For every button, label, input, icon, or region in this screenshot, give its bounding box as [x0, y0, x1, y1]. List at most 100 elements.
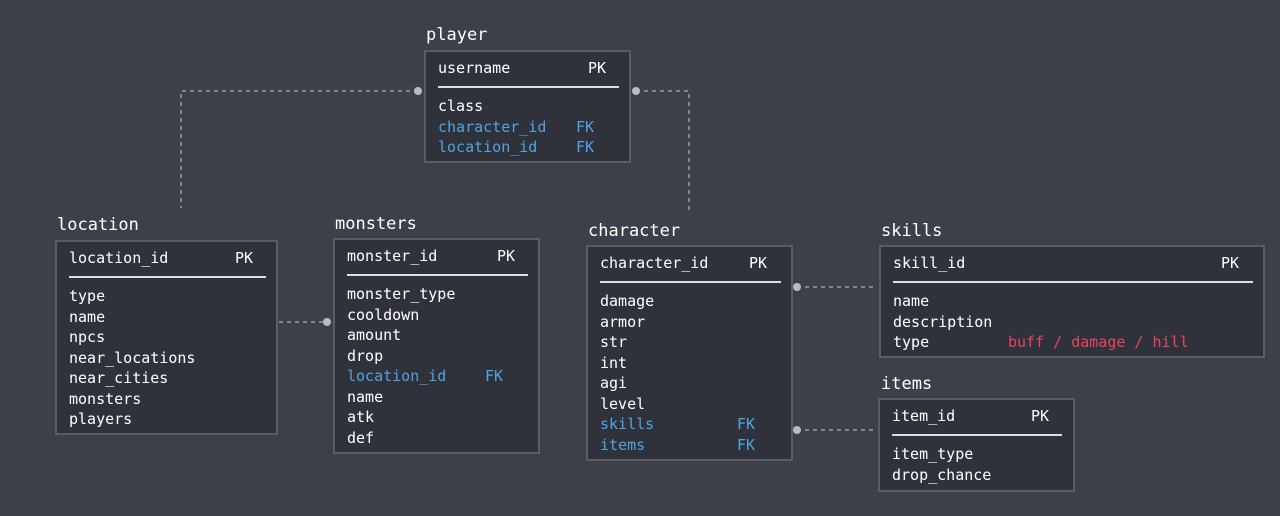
pk-divider	[69, 276, 266, 278]
entity-character[interactable]: character_id PK damage armor str int agi leve…	[586, 245, 793, 461]
field: armor	[600, 312, 654, 333]
field-name: location_id	[438, 138, 538, 156]
field-name: class	[438, 97, 484, 115]
field: agi	[600, 373, 654, 394]
connector-endpoint	[632, 87, 640, 95]
field: monsters	[69, 389, 195, 410]
field-name: monster_type	[347, 285, 456, 303]
field-name: name	[893, 292, 930, 310]
entity-title-character: character	[588, 221, 681, 241]
field-name: item_type	[892, 445, 974, 463]
pk-field: skill_id	[893, 254, 966, 272]
field: atk	[347, 407, 455, 428]
pk-field: item_id	[892, 407, 956, 425]
pk-divider	[600, 281, 781, 283]
field: level	[600, 394, 654, 415]
fk-tag: FK	[737, 415, 756, 433]
foreign-key-field: character_id FK	[438, 117, 594, 138]
field: name	[347, 387, 455, 408]
fk-tag: FK	[737, 435, 756, 454]
field-name: agi	[600, 374, 628, 392]
field-name: type	[69, 287, 106, 305]
pk-field: monster_id	[347, 247, 438, 265]
connector-endpoint	[793, 283, 801, 291]
pk-tag: PK	[749, 254, 768, 272]
field-list: item_type drop_chance	[892, 444, 991, 485]
field-name: int	[600, 353, 628, 372]
connector-endpoint	[414, 87, 422, 95]
field-name: description	[893, 312, 993, 331]
pk-tag: PK	[235, 249, 254, 267]
field-name: str	[600, 333, 628, 351]
field: npcs	[69, 327, 195, 348]
field-name: type	[893, 333, 930, 351]
enum-values: buff / damage / hill	[1008, 333, 1189, 351]
field: str	[600, 332, 654, 353]
entity-location[interactable]: location_id PK type name npcs near_location…	[55, 240, 278, 435]
field-name: monsters	[69, 389, 142, 408]
field: name	[893, 291, 992, 312]
pk-tag: PK	[1031, 407, 1050, 425]
field: monster_type	[347, 284, 455, 305]
field-name: npcs	[69, 328, 106, 346]
pk-divider	[893, 281, 1253, 283]
field-name: drop	[347, 346, 384, 365]
fk-tag: FK	[485, 367, 504, 385]
field-name: cooldown	[347, 305, 420, 324]
pk-tag: PK	[588, 59, 607, 77]
field: type buff / damage / hill	[893, 332, 1189, 353]
field-name: amount	[347, 326, 402, 344]
field-name: character_id	[438, 117, 547, 136]
field-list: name description type buff / damage / hill	[893, 291, 1189, 353]
entity-skills[interactable]: skill_id PK name description type buff / da…	[879, 245, 1265, 358]
connector-endpoint	[323, 318, 331, 326]
fk-tag: FK	[576, 117, 595, 136]
field: drop	[347, 346, 455, 367]
pk-divider	[438, 86, 619, 88]
pk-field: character_id	[600, 254, 709, 272]
foreign-key-field: skills FK	[600, 414, 755, 435]
fk-tag: FK	[576, 138, 595, 156]
field-name: near_locations	[69, 348, 196, 367]
field: near_locations	[69, 348, 195, 369]
field-name: name	[69, 307, 106, 326]
field-name: players	[69, 410, 133, 428]
pk-field: location_id	[69, 249, 169, 267]
entity-title-skills: skills	[881, 221, 943, 241]
field-name: name	[347, 387, 384, 406]
pk-divider	[892, 434, 1062, 436]
entity-items[interactable]: item_id PK item_type drop_chance	[878, 398, 1075, 492]
field: int	[600, 353, 654, 374]
field-name: near_cities	[69, 369, 169, 387]
field-name: armor	[600, 312, 646, 331]
entity-title-monsters: monsters	[335, 214, 417, 234]
field: players	[69, 409, 195, 430]
foreign-key-field: items FK	[600, 435, 755, 456]
pk-field: username	[438, 59, 511, 77]
field: type	[69, 286, 195, 307]
entity-title-location: location	[57, 215, 139, 235]
field: drop_chance	[892, 465, 991, 486]
field-name: skills	[600, 415, 655, 433]
entity-title-items: items	[881, 374, 933, 394]
connector-endpoint	[793, 426, 801, 434]
field-name: items	[600, 435, 646, 454]
pk-tag: PK	[1221, 254, 1240, 272]
foreign-key-field: location_id FK	[438, 137, 594, 158]
pk-divider	[347, 274, 528, 276]
field-name: def	[347, 428, 375, 447]
connector-player-location	[180, 90, 418, 208]
field: def	[347, 428, 455, 449]
connector-player-character	[636, 90, 690, 213]
entity-title-player: player	[426, 25, 488, 45]
field: name	[69, 307, 195, 328]
field-name: damage	[600, 292, 655, 310]
